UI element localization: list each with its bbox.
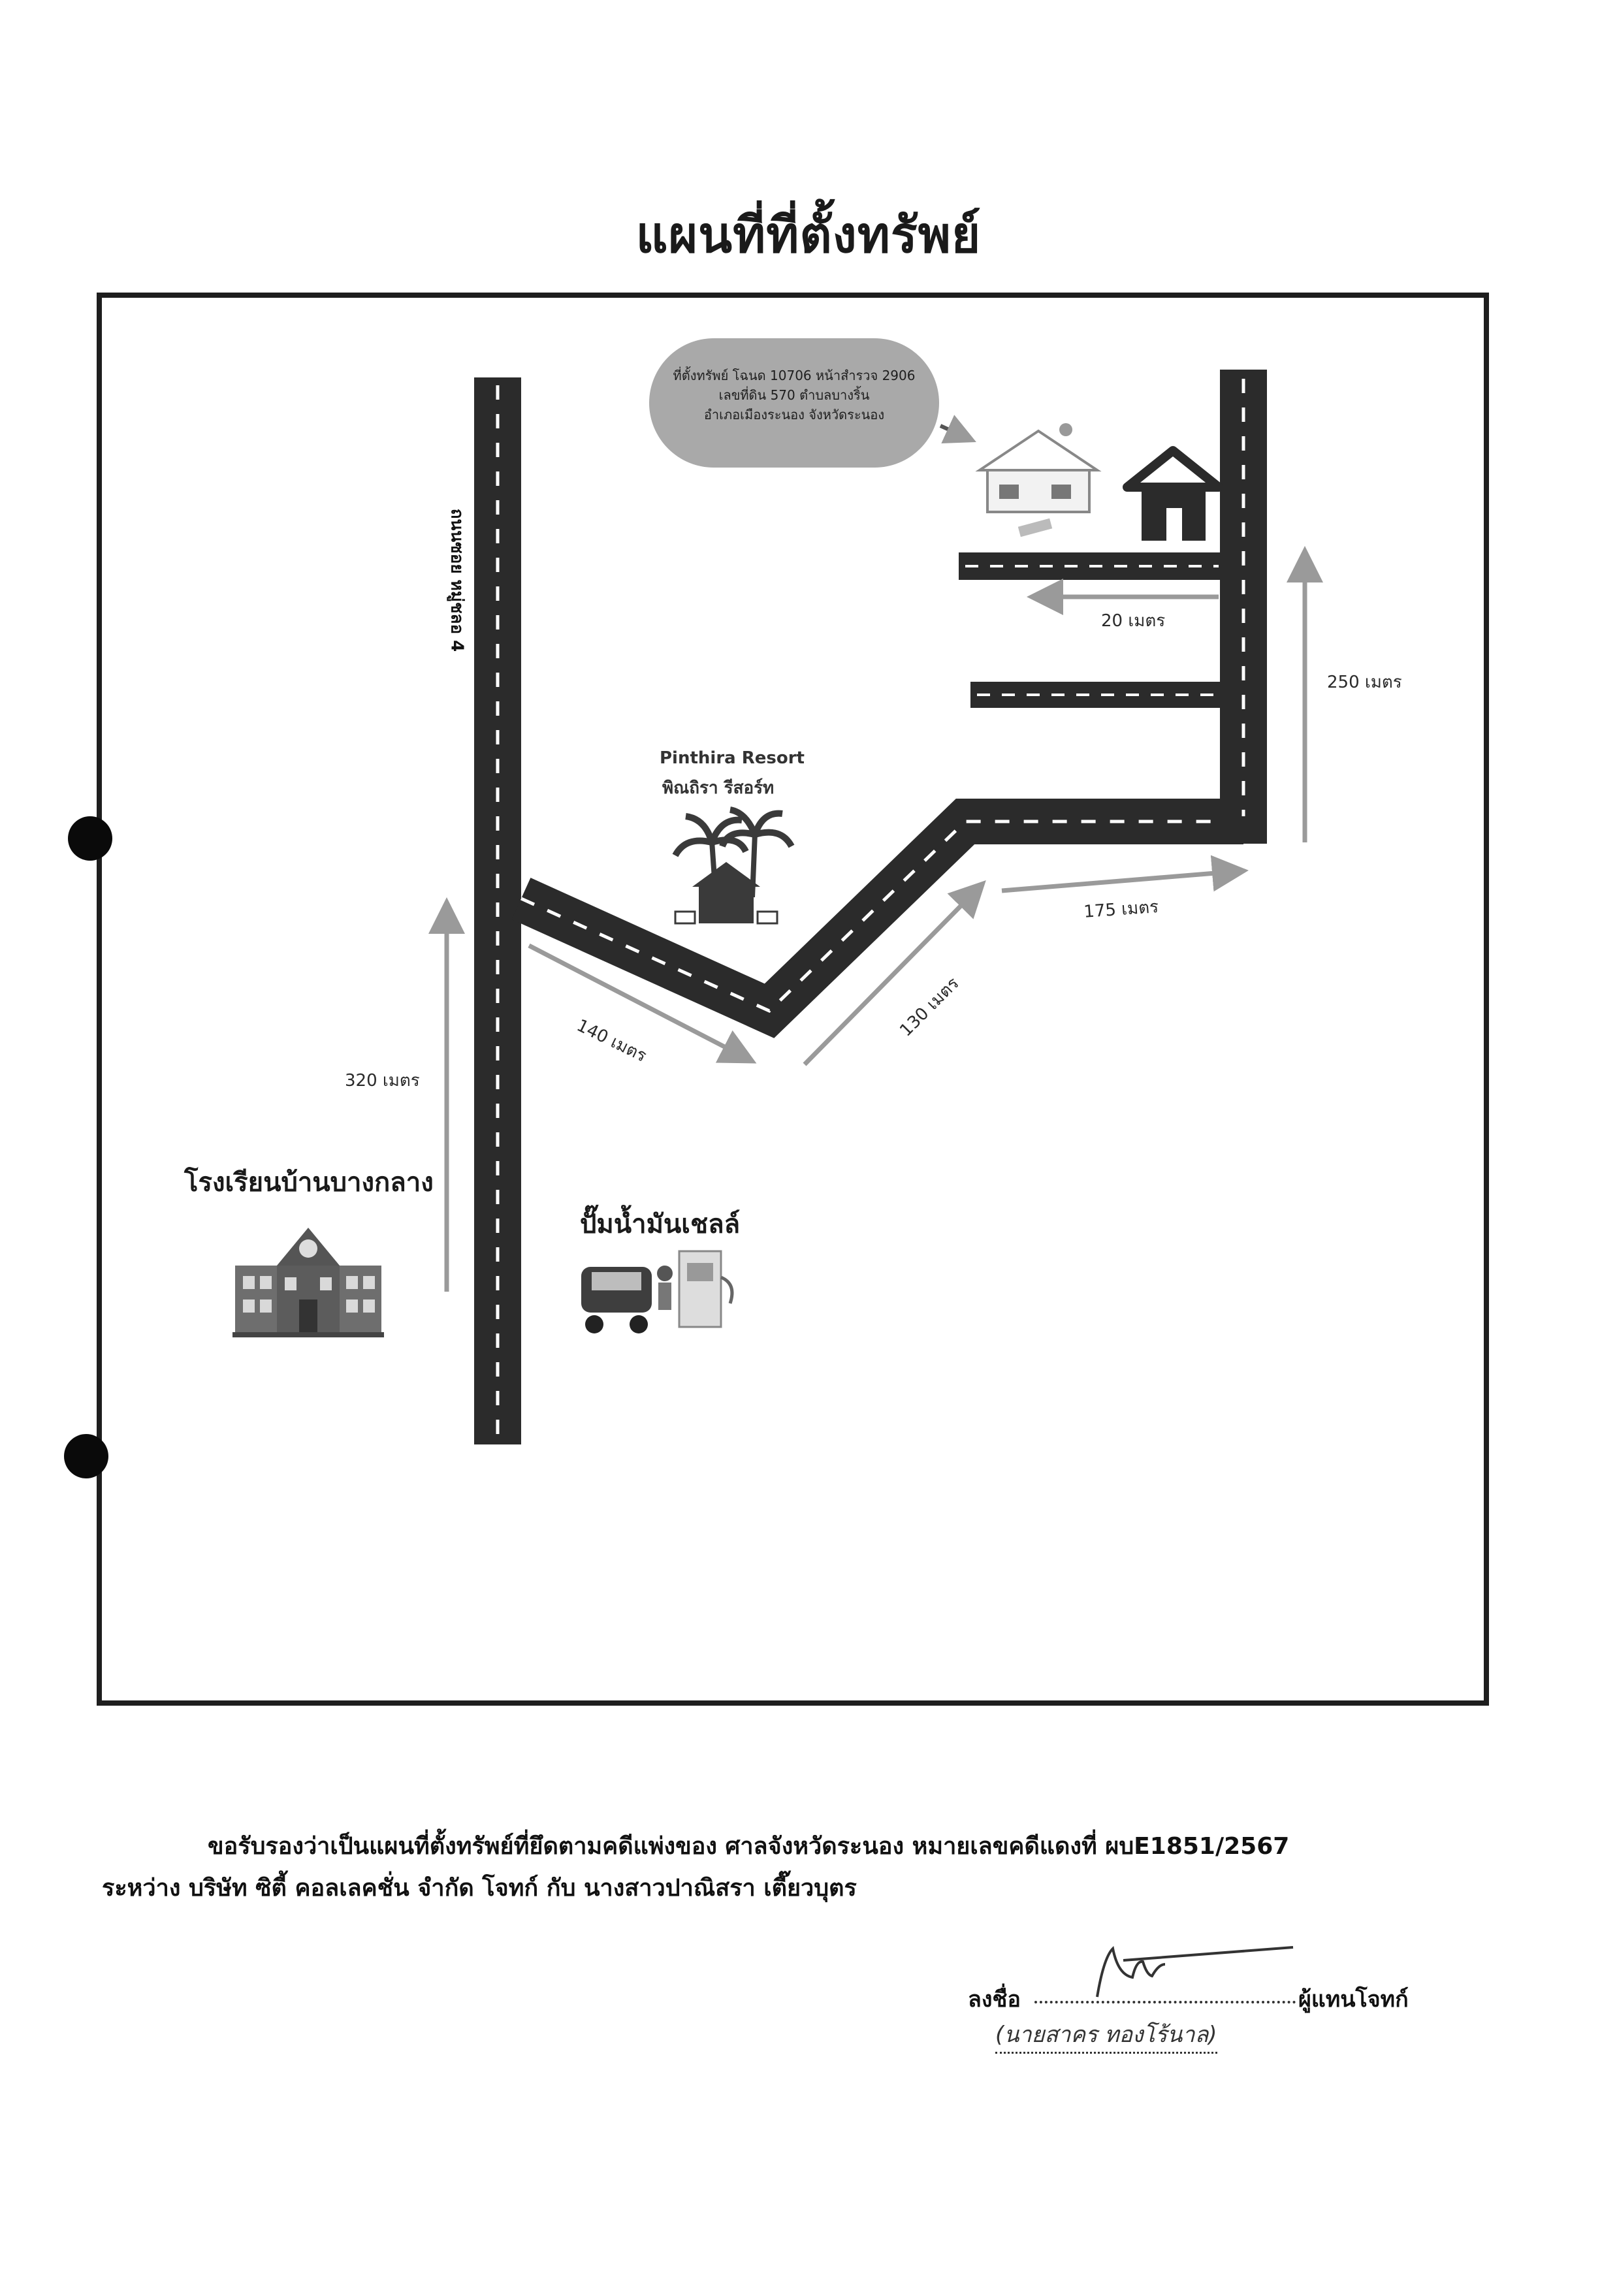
map-frame [97,293,1489,1706]
callout-text: ที่ตั้งทรัพย์ โฉนด 10706 หน้าสำรวจ 2906 … [653,366,935,424]
callout-pointer [939,415,976,443]
arrow-175 [1001,855,1249,893]
arrow-140 [528,943,757,1064]
arrow-130 [803,880,986,1066]
distance-arrows [428,546,1323,1292]
property-house-light-icon [975,423,1102,537]
connecting-road [511,799,1243,1038]
page-title: แผนที่ที่ตั้งทรัพย์ [635,206,982,264]
distance-320-label: 320 เมตร [345,1071,420,1091]
side-road-upper [959,552,1221,580]
main-road [474,377,521,1444]
sign-dotted-line [1034,2001,1296,2003]
school-label: โรงเรียนบ้านบางกลาง [184,1168,434,1198]
school-building-icon [232,1228,384,1337]
callout-line-2: เลขที่ดิน 570 ตำบลบางริ้น [718,387,870,403]
representative-label: ผู้แทนโจทก์ [1298,1986,1409,2013]
distance-20-label: 20 เมตร [1101,611,1166,631]
main-road-label: ถนนซอย หมู่ชลอ 4 [447,508,467,652]
side-road-lower [970,682,1221,708]
right-road [1220,370,1267,844]
certification-line-2: ระหว่าง บริษัท ซิตี้ คอลเลคชั่น จำกัด โจ… [102,1875,857,1902]
gas-station-icon [581,1250,734,1333]
punch-hole-top [68,816,112,861]
callout-line-1: ที่ตั้งทรัพย์ โฉนด 10706 หน้าสำรวจ 2906 [673,368,916,383]
punch-hole-bottom [64,1434,108,1478]
callout-bubble [649,338,939,468]
resort-label-en: Pinthira Resort [660,748,805,768]
resort-icon [672,806,795,925]
certification-line-1: ขอรับรองว่าเป็นแผนที่ตั้งทรัพย์ที่ยึดตาม… [208,1833,1290,1860]
property-house-dark-icon [1123,446,1223,541]
sign-label: ลงชื่อ [968,1986,1021,2013]
resort-label-th: พิณถิรา รีสอร์ท [662,778,775,798]
distance-175-label: 175 เมตร [1083,897,1159,922]
signatory-name: (นายสาคร ทองโร้นาล) [995,2017,1217,2054]
gas-station-label: ปั๊มน้ำมันเชลล์ [580,1209,741,1239]
distance-250-label: 250 เมตร [1327,673,1402,692]
callout-line-3: อำเภอเมืองระนอง จังหวัดระนอง [703,407,885,423]
signature-scribble [1096,1945,1294,1998]
